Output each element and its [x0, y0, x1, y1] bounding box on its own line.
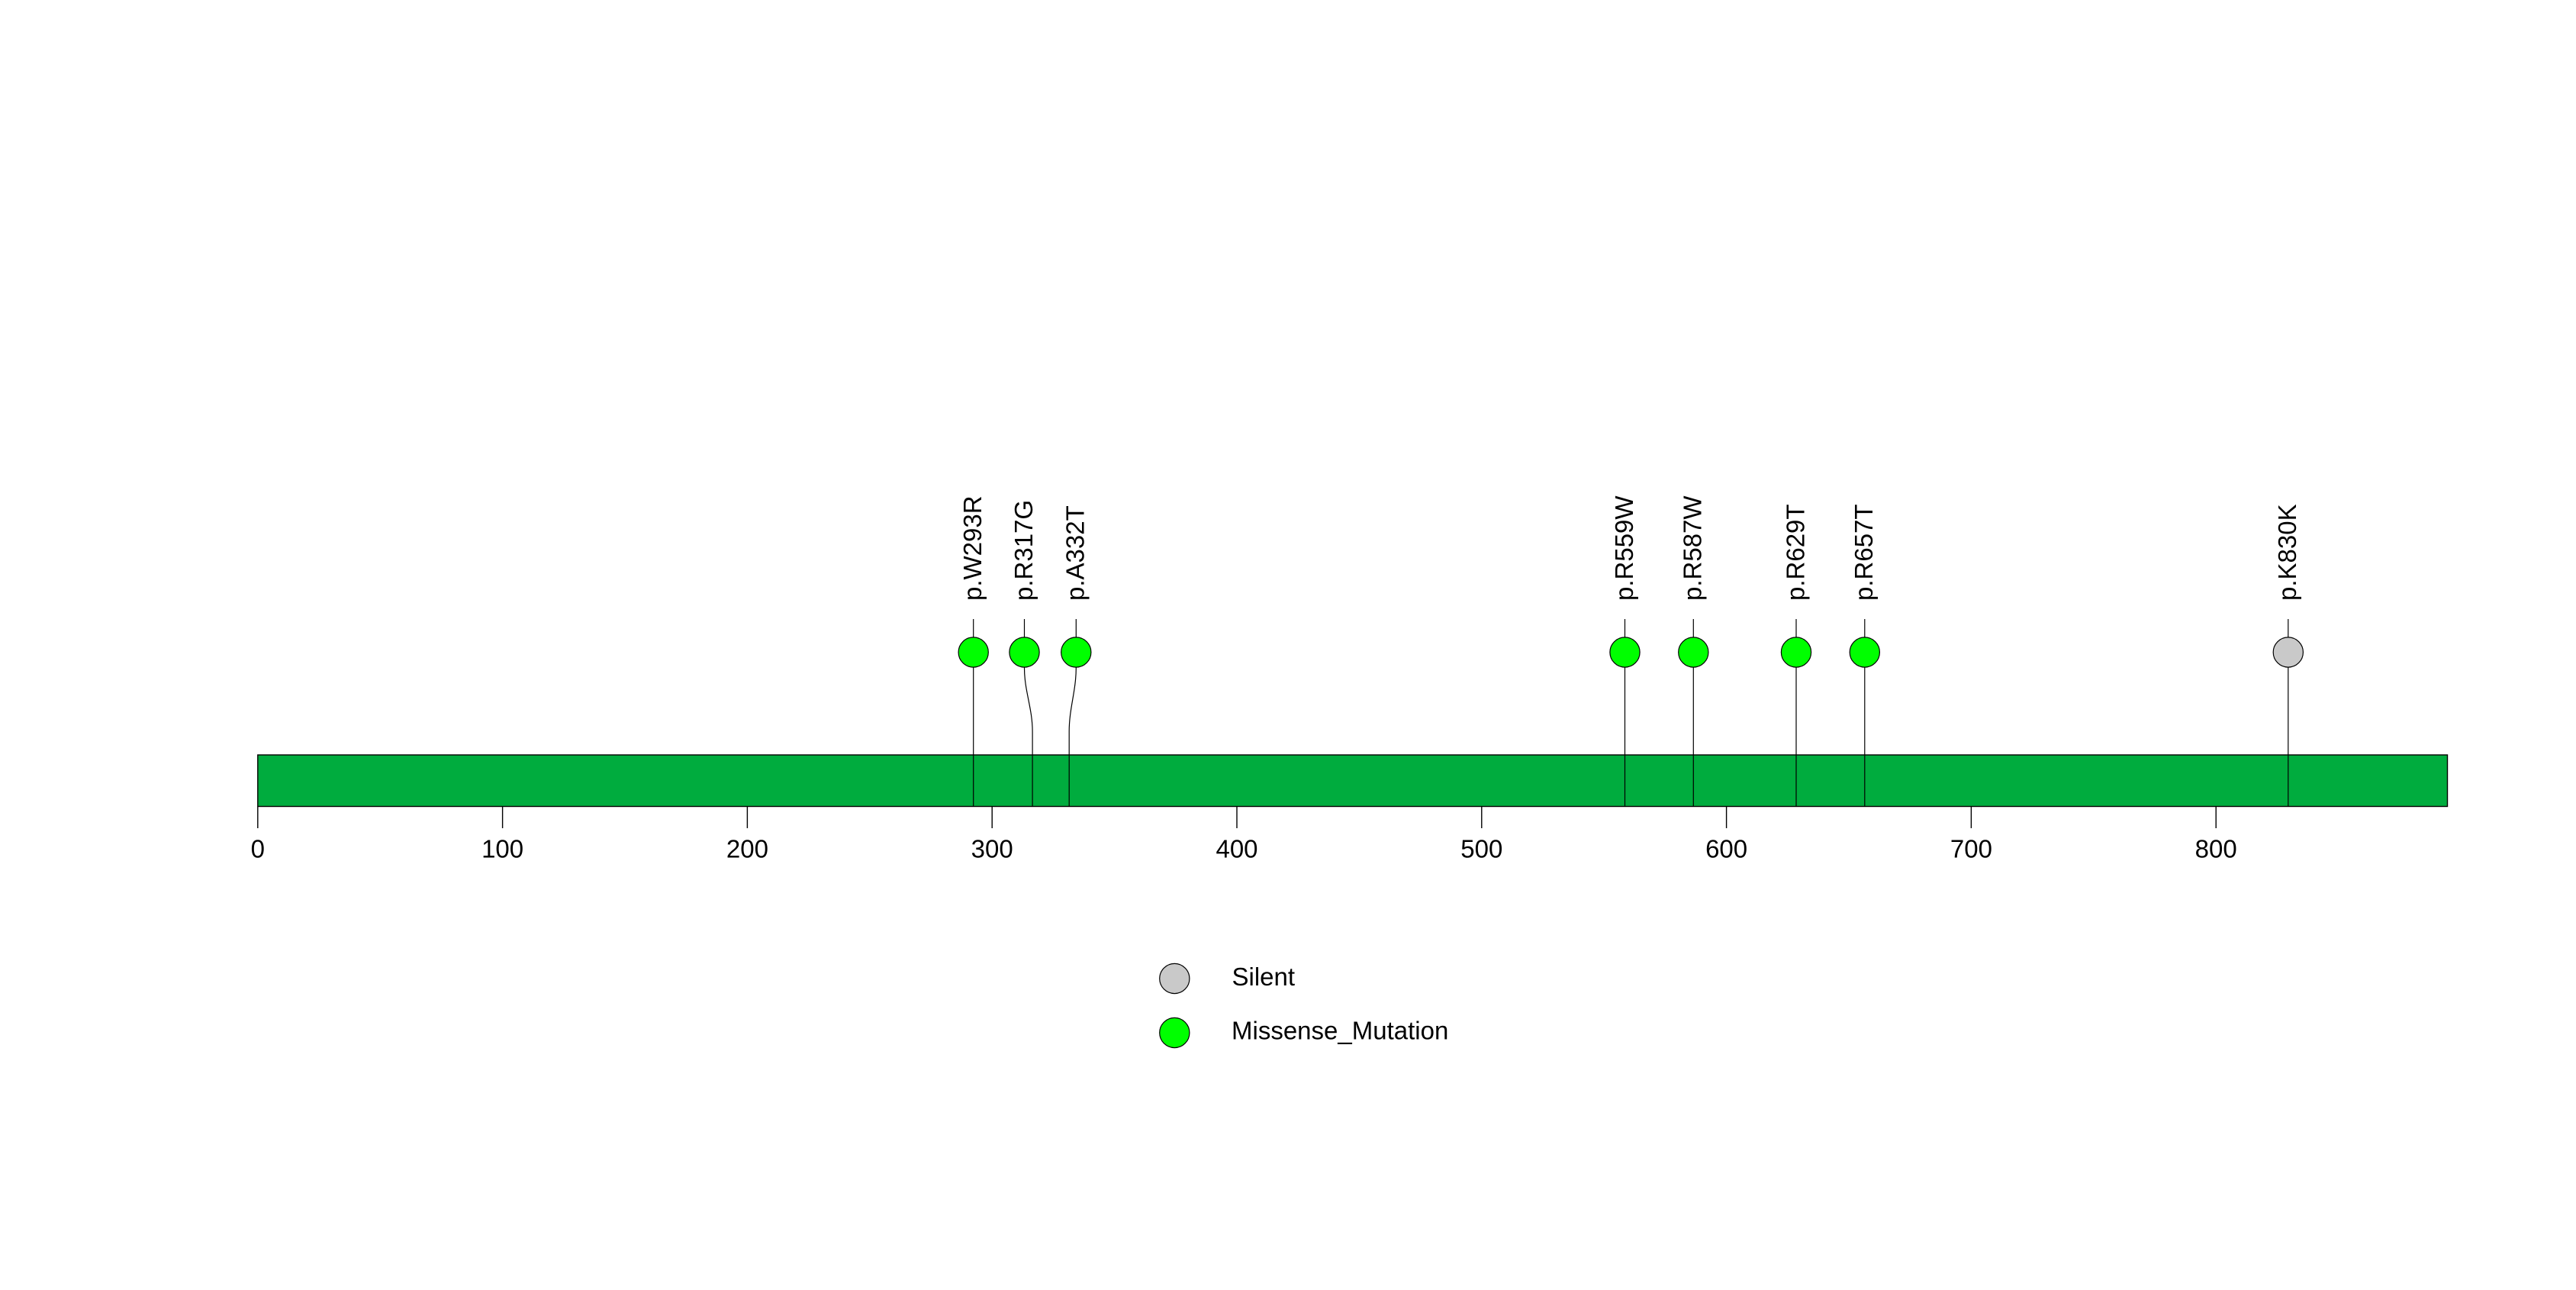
svg-text:600: 600 [1705, 835, 1747, 863]
svg-text:200: 200 [726, 835, 768, 863]
svg-text:p.K830K: p.K830K [2273, 504, 2301, 601]
svg-text:0: 0 [251, 835, 265, 863]
svg-text:p.A332T: p.A332T [1061, 505, 1090, 601]
svg-text:p.R629T: p.R629T [1781, 504, 1809, 601]
svg-text:700: 700 [1950, 835, 1992, 863]
svg-text:p.R587W: p.R587W [1679, 495, 1707, 601]
svg-text:p.R657T: p.R657T [1850, 504, 1878, 601]
svg-text:Missense_Mutation: Missense_Mutation [1232, 1017, 1448, 1045]
svg-text:800: 800 [2195, 835, 2237, 863]
svg-text:500: 500 [1460, 835, 1502, 863]
svg-text:p.R317G: p.R317G [1009, 500, 1038, 601]
svg-text:p.W293R: p.W293R [958, 495, 987, 601]
svg-text:400: 400 [1216, 835, 1257, 863]
svg-text:300: 300 [971, 835, 1013, 863]
svg-text:Silent: Silent [1232, 963, 1296, 991]
svg-text:100: 100 [481, 835, 523, 863]
svg-text:p.R559W: p.R559W [1610, 495, 1638, 601]
